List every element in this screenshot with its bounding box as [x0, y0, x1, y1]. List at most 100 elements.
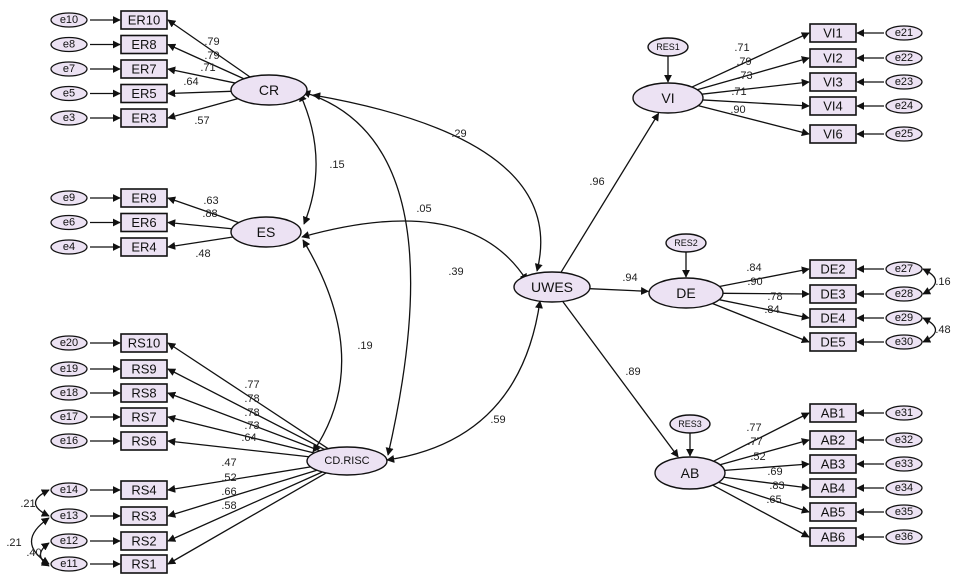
indicator-er8-label: ER8 [131, 37, 156, 52]
loading-arrow [167, 66, 236, 84]
error-e35-label: e35 [895, 506, 913, 518]
indicator-rs2-box [120, 531, 168, 551]
cov-label-cr-uwes: .29 [451, 128, 466, 140]
path-uwes-ab [562, 301, 679, 458]
indicator-rs3-box [120, 506, 168, 526]
loading-arrow [719, 438, 810, 466]
latent-es-label: ES [257, 224, 276, 240]
loading-arrow [167, 466, 311, 493]
loading-arrow [722, 289, 810, 298]
loading-arrow [718, 481, 810, 514]
error-e20-label: e20 [60, 337, 78, 349]
loading-label: .64 [183, 76, 198, 88]
loading-label: .66 [221, 486, 236, 498]
loading-arrow [167, 43, 245, 80]
indicator-er3-box [120, 108, 168, 128]
residual-res3-ellipse [669, 414, 711, 434]
latent-cr-ellipse [230, 74, 308, 106]
loading-label: .63 [203, 195, 218, 207]
error-e17-ellipse [50, 409, 88, 425]
cov-cr-uwes [312, 92, 543, 272]
loading-arrow [697, 56, 810, 91]
error-e7-label: e7 [63, 63, 75, 75]
error-e9-ellipse [50, 190, 88, 206]
loading-arrow [697, 105, 810, 137]
loading-arrow [167, 219, 232, 230]
loading-label: .78 [767, 291, 782, 303]
indicator-vi4-label: VI4 [823, 99, 843, 114]
error-e27-label: e27 [895, 263, 913, 275]
loading-arrow [167, 414, 315, 454]
latent-uwes-label: UWES [531, 279, 573, 295]
error-e8-ellipse [50, 36, 88, 53]
latent-de-ellipse [648, 277, 724, 309]
error-e25-ellipse [885, 126, 923, 142]
indicator-de2-label: DE2 [820, 262, 845, 277]
indicator-rs6-box [120, 431, 168, 451]
indicator-ab5-box [809, 502, 857, 522]
error-e7-ellipse [50, 61, 88, 77]
indicator-vi4-box [809, 96, 857, 116]
loading-label: .90 [730, 104, 745, 116]
error-e31-label: e31 [895, 407, 913, 419]
indicator-er8-box [120, 34, 168, 55]
loading-arrow [167, 196, 239, 224]
loading-arrow [702, 99, 810, 110]
error-e20-ellipse [50, 335, 88, 351]
loading-arrow [719, 266, 810, 288]
path-uwes-de [589, 286, 650, 295]
loading-arrow [167, 236, 234, 250]
path-label-uwes-vi: .96 [589, 176, 604, 188]
loading-label: .79 [204, 50, 219, 62]
error-e34-ellipse [885, 480, 923, 496]
loading-arrow [167, 471, 323, 542]
latent-vi-ellipse [632, 82, 704, 114]
indicator-ab4-label: AB4 [821, 481, 846, 496]
cov-es-uwes [301, 220, 528, 282]
indicator-er9-box [120, 188, 168, 208]
indicator-vi6-box [809, 124, 857, 144]
error-e30-ellipse [885, 334, 923, 350]
indicator-rs10-box [120, 333, 168, 353]
loading-label: .71 [734, 42, 749, 54]
error-e28-ellipse [885, 286, 923, 302]
loading-arrow [167, 437, 309, 458]
residual-res1-label: RES1 [656, 42, 680, 52]
cov-cdrisc-uwes [386, 300, 543, 463]
loading-label: .88 [202, 208, 217, 220]
indicator-de3-label: DE3 [820, 287, 845, 302]
indicator-er4-label: ER4 [131, 240, 156, 255]
error-e13-label: e13 [60, 510, 78, 522]
indicator-vi1-label: VI1 [823, 26, 843, 41]
cov-label-es-cdrisc: .19 [357, 340, 372, 352]
error-e3-ellipse [50, 110, 88, 126]
indicator-rs4-label: RS4 [131, 483, 156, 498]
loading-label: .77 [746, 422, 761, 434]
error-e35-ellipse [885, 504, 923, 520]
error-e21-ellipse [885, 25, 923, 41]
error-e10-ellipse [50, 12, 88, 28]
cov-cr-cdrisc [302, 90, 412, 456]
indicator-rs8-label: RS8 [131, 386, 156, 401]
loading-arrow [167, 472, 327, 565]
error-e8-label: e8 [63, 39, 75, 51]
indicator-vi3-box [809, 72, 857, 92]
loading-label: .83 [769, 480, 784, 492]
cov-cr-es [299, 93, 317, 225]
error-e6-ellipse [50, 214, 88, 231]
latent-ab-label: AB [681, 465, 700, 481]
indicator-de3-box [809, 284, 857, 304]
indicator-rs8-box [120, 383, 168, 403]
indicator-er6-box [120, 212, 168, 233]
loading-label: .77 [244, 379, 259, 391]
indicator-rs3-label: RS3 [131, 509, 156, 524]
error-e33-label: e33 [895, 458, 913, 470]
loading-label: .57 [194, 115, 209, 127]
loading-label: .52 [750, 451, 765, 463]
error-e28-label: e28 [895, 288, 913, 300]
loading-label: .69 [767, 466, 782, 478]
error-e10-label: e10 [60, 14, 78, 26]
loading-label: .84 [746, 262, 761, 274]
indicator-ab5-label: AB5 [821, 505, 846, 520]
